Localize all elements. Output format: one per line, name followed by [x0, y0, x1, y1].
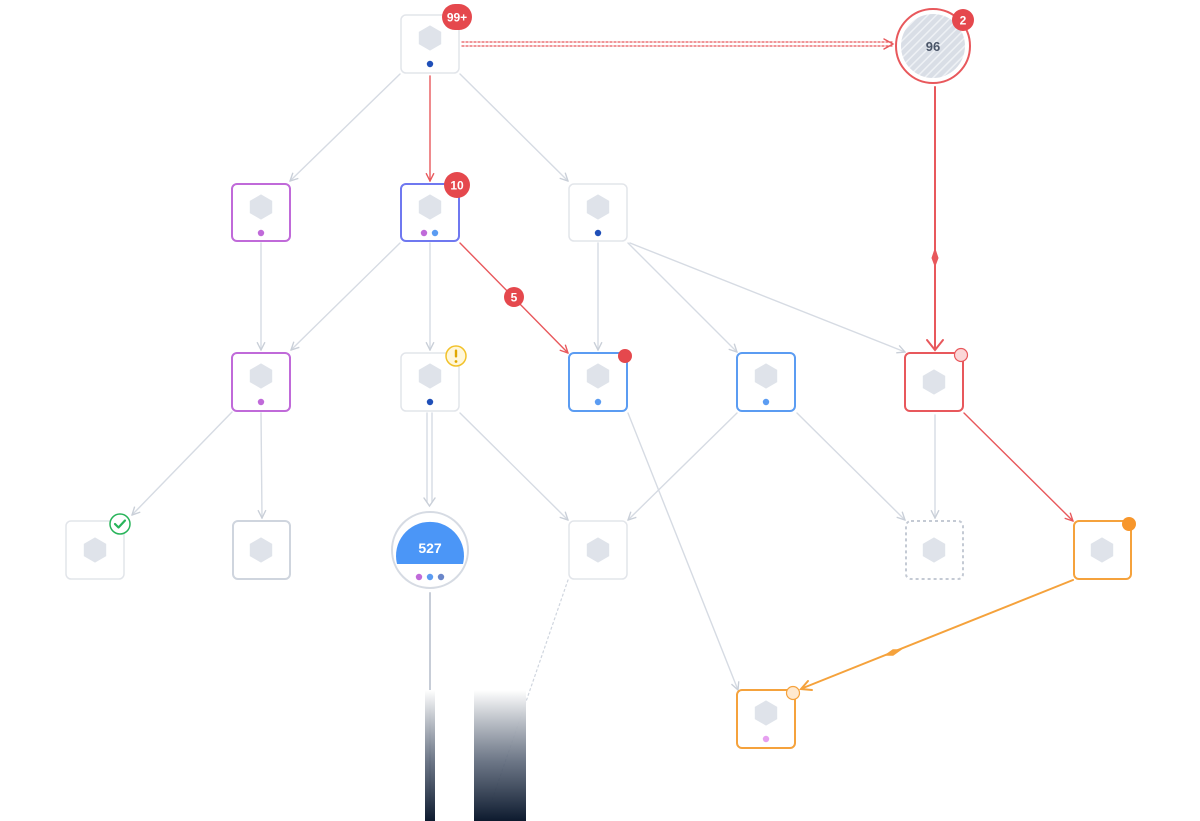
edge-blue-g-grey-l — [628, 412, 738, 520]
node-grey-j[interactable] — [232, 520, 291, 580]
edge-purple-d-ok-i — [132, 411, 233, 515]
node-indigo-b[interactable]: 10 — [400, 172, 470, 242]
edge-badge[interactable]: 5 — [504, 287, 524, 307]
alert-badge-count: 10 — [450, 179, 464, 193]
edge-root-cluster — [461, 38, 895, 50]
edge-grey-c-blue-g — [627, 242, 737, 352]
edge-warn-e-grey-l — [459, 412, 568, 520]
edge-root-purple-a — [290, 73, 401, 181]
node-purple-d[interactable] — [231, 352, 291, 412]
node-aggregate-k[interactable]: 527 — [391, 511, 469, 589]
edge-grey-c-red-h — [629, 242, 905, 352]
node-grey-l[interactable] — [568, 520, 628, 580]
status-dot — [785, 685, 801, 701]
node-warn-e[interactable] — [400, 345, 467, 412]
alert-badge: 10 — [444, 172, 470, 198]
fade-bar-right — [474, 690, 526, 821]
node-ok-i[interactable] — [65, 513, 131, 580]
edge-badge-label: 5 — [511, 291, 518, 305]
node-grey-c[interactable] — [568, 183, 628, 242]
alert-badge-count: 99+ — [447, 11, 467, 25]
edge-root-grey-c — [459, 73, 568, 181]
node-orange-o[interactable] — [736, 685, 801, 749]
status-dot — [953, 347, 969, 363]
edges — [132, 38, 1074, 821]
status-dot — [1122, 517, 1136, 531]
node-blue-f[interactable] — [568, 349, 632, 412]
check-icon — [109, 513, 131, 535]
aggregate-count: 527 — [418, 540, 442, 556]
alert-badge: 99+ — [442, 4, 472, 30]
node-blue-g[interactable] — [736, 352, 796, 412]
node-red-h[interactable] — [904, 347, 969, 412]
node-dashed-m[interactable] — [905, 520, 964, 580]
warning-icon — [445, 345, 467, 367]
edge-grey-l-offscreen — [491, 579, 569, 801]
edge-cluster-red-h — [926, 86, 944, 352]
edge-purple-d-grey-j — [261, 412, 262, 518]
cluster-badge-count: 2 — [960, 14, 967, 28]
edge-orange-n-orange-o — [798, 579, 1074, 691]
node-purple-a[interactable] — [231, 183, 291, 242]
cluster-count: 96 — [926, 39, 940, 54]
status-dot — [618, 349, 632, 363]
node-orange-n[interactable] — [1073, 517, 1136, 580]
node-cluster[interactable]: 96 2 — [895, 8, 974, 84]
edge-warn-e-aggregate-k — [423, 412, 436, 508]
edge-blue-f-orange-o — [627, 412, 738, 690]
node-root[interactable]: 99+ — [400, 4, 472, 74]
edge-blue-g-dashed-m — [796, 412, 905, 520]
edge-indigo-b-purple-d — [291, 242, 401, 350]
fade-bar-left — [425, 690, 435, 821]
alert-badge: 2 — [952, 9, 974, 31]
edge-red-h-orange-n — [963, 412, 1073, 521]
